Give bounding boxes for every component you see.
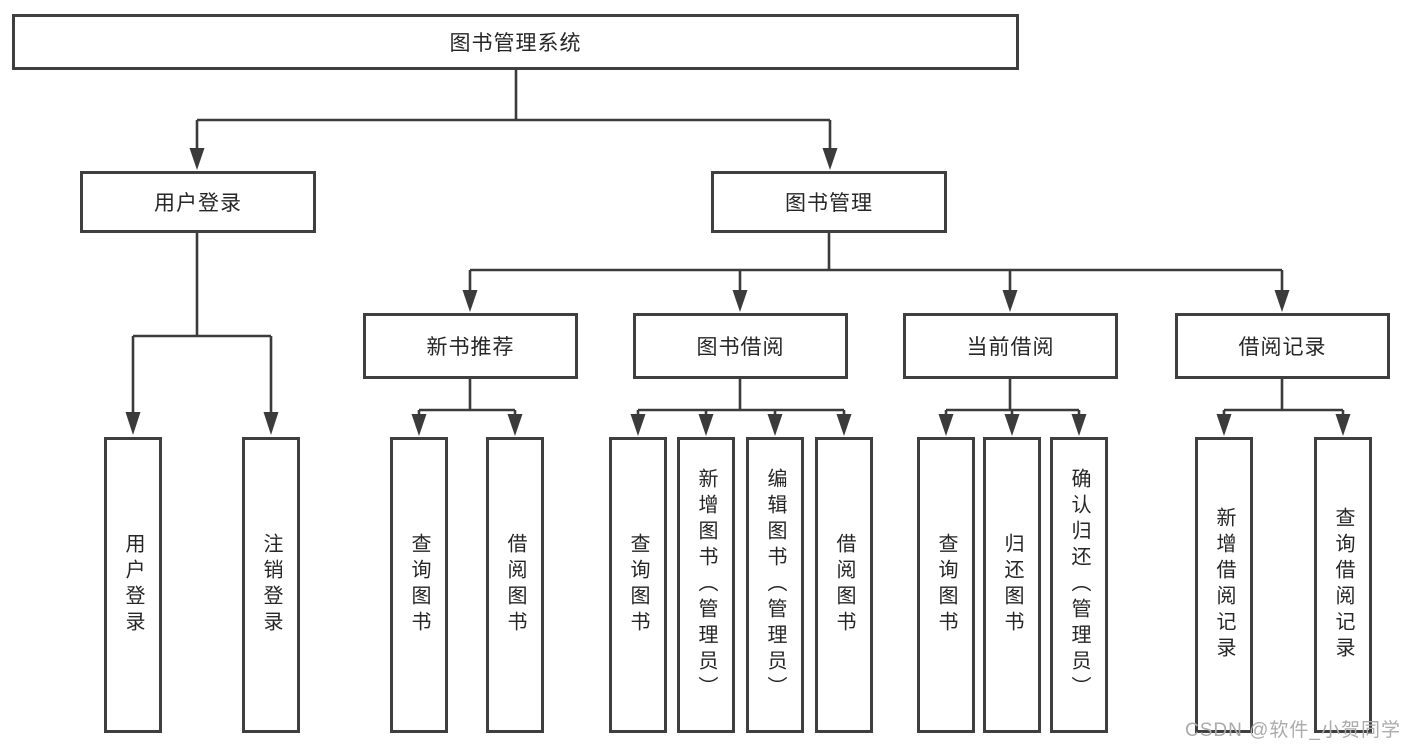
node-book-borrow-label: 图书借阅 [696,336,785,359]
node-borrow-records-label: 借阅记录 [1238,336,1327,359]
edges-book-borrow [630,379,852,436]
node-book-borrow: 图书借阅 [633,313,848,379]
leaf-return-books-label: 归还图书 [1001,533,1023,637]
leaf-add-borrow-record: 新增借阅记录 [1195,437,1253,733]
leaf-recommend-borrow-books: 借阅图书 [486,437,544,733]
node-new-book-recommend-label: 新书推荐 [426,336,515,359]
leaf-add-books-admin: 新增图书（管理员） [677,437,735,733]
leaf-query-borrow-record: 查询借阅记录 [1314,437,1372,733]
leaf-borrow-query-books: 查询图书 [609,437,667,733]
leaf-borrow-query-books-label: 查询图书 [627,533,649,637]
leaf-confirm-return-admin-label: 确认归还（管理员） [1068,468,1090,702]
node-borrow-records: 借阅记录 [1175,313,1390,379]
edges-new-book-recommend [411,379,523,436]
leaf-borrow-books-label: 借阅图书 [833,533,855,637]
leaf-edit-books-admin: 编辑图书（管理员） [746,437,804,733]
leaf-recommend-query-books-label: 查询图书 [408,533,430,637]
node-book-management-label: 图书管理 [785,192,873,215]
node-current-borrow: 当前借阅 [903,313,1118,379]
leaf-query-borrow-record-label: 查询借阅记录 [1332,507,1354,663]
leaf-recommend-borrow-books-label: 借阅图书 [504,533,526,637]
node-root: 图书管理系统 [12,14,1019,70]
node-user-login-label: 用户登录 [154,192,242,215]
node-book-management: 图书管理 [711,171,947,233]
leaf-current-query-books: 查询图书 [917,437,975,733]
leaf-confirm-return-admin: 确认归还（管理员） [1050,437,1108,733]
edges-current-borrow [938,379,1087,436]
leaf-recommend-query-books: 查询图书 [390,437,448,733]
edges-book-management [462,233,1290,312]
edges-user-login [125,233,279,435]
leaf-add-borrow-record-label: 新增借阅记录 [1213,507,1235,663]
edges-root [189,70,838,170]
node-current-borrow-label: 当前借阅 [966,336,1055,359]
leaf-return-books: 归还图书 [983,437,1041,733]
leaf-borrow-books: 借阅图书 [815,437,873,733]
leaf-edit-books-admin-label: 编辑图书（管理员） [764,468,786,702]
node-new-book-recommend: 新书推荐 [363,313,578,379]
leaf-add-books-admin-label: 新增图书（管理员） [695,468,717,702]
leaf-logout-label: 注销登录 [260,533,282,637]
leaf-user-login-label: 用户登录 [122,533,144,637]
node-root-label: 图书管理系统 [449,32,582,55]
leaf-current-query-books-label: 查询图书 [935,533,957,637]
leaf-user-login: 用户登录 [104,437,162,733]
leaf-logout: 注销登录 [242,437,300,733]
node-user-login: 用户登录 [80,171,316,233]
edges-borrow-records [1216,379,1351,436]
watermark: CSDN @软件_小贺同学 [1185,720,1401,741]
